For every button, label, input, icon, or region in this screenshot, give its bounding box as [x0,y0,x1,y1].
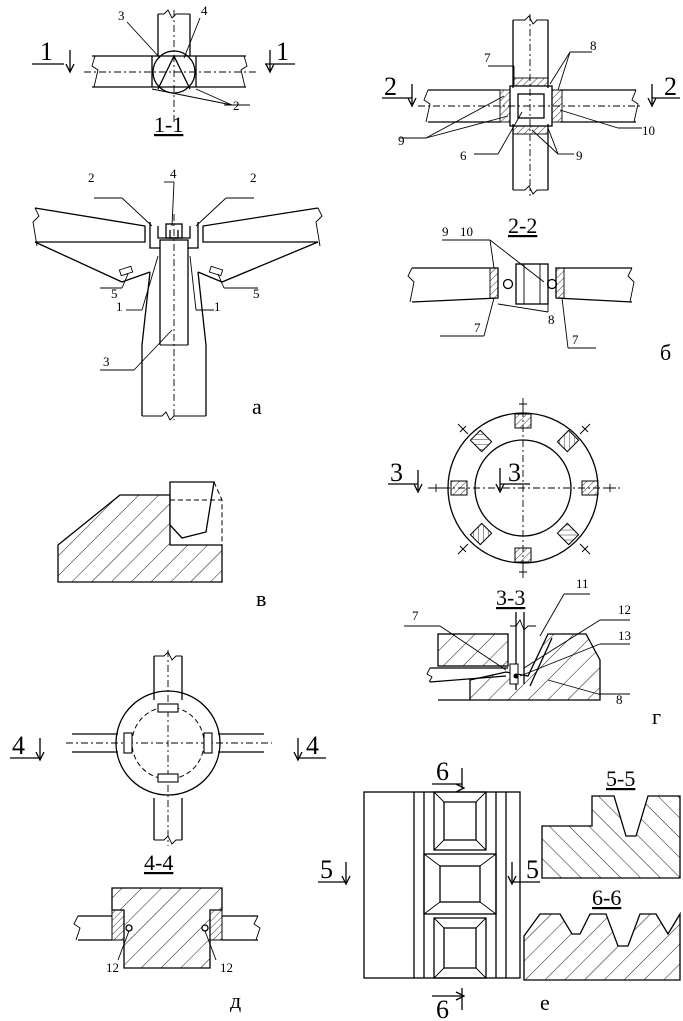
callout-8-plan-b: 8 [590,38,597,53]
section-mark-5-right: 5 [526,855,539,884]
figure-a-plan [32,9,295,122]
figure-b-section [407,239,635,349]
callout-2-plan-a: 2 [233,98,240,113]
callout-9-section-b: 9 [442,224,449,239]
section-mark-1-left: 1 [40,37,53,66]
figure-a-elevation [32,181,323,421]
callout-7-g: 7 [412,608,419,623]
section-mark-5-left: 5 [320,855,333,884]
callout-2-left-a: 2 [88,170,95,185]
section-mark-4-right: 4 [306,731,319,760]
figure-letter-g: г [652,704,661,729]
callout-5-right-a: 5 [253,286,260,301]
figure-d-plan [10,650,326,846]
callout-4-a: 4 [170,166,177,181]
figure-letter-e: е [540,990,550,1015]
section-mark-2-left: 2 [384,72,397,101]
section-mark-1-right: 1 [276,37,289,66]
figure-d-section [73,887,261,969]
figure-e-section-5 [541,795,681,879]
section-caption-3-3: 3-3 [496,585,525,610]
callout-9-right-b: 9 [576,148,583,163]
figure-letter-b: б [660,340,671,365]
callout-7-plan-b: 7 [484,50,491,65]
callout-12-left-d: 12 [106,960,119,975]
figure-e-section-6 [523,911,681,981]
callout-1-right-a: 1 [214,299,221,314]
section-mark-4-left: 4 [12,731,25,760]
section-mark-3-left: 3 [390,458,403,487]
callout-8-g: 8 [616,692,623,707]
callout-8-section-b: 8 [548,312,555,327]
figure-v [57,481,223,583]
figure-g-section [404,593,630,701]
section-caption-1-1: 1-1 [154,112,183,137]
section-caption-5-5: 5-5 [606,766,635,791]
section-mark-6-bottom: 6 [436,995,449,1021]
callout-10-b: 10 [642,123,655,138]
figure-g-plan [388,398,620,578]
callout-12-g: 12 [618,602,631,617]
section-mark-2-right: 2 [664,72,677,101]
callout-13-g: 13 [618,628,631,643]
callout-6-b: 6 [460,148,467,163]
callout-7-right-section-b: 7 [572,332,579,347]
callout-11-g: 11 [576,576,589,591]
section-caption-6-6: 6-6 [592,885,621,910]
section-mark-3-right: 3 [508,458,521,487]
callout-5-left-a: 5 [111,286,118,301]
callout-7-left-section-b: 7 [474,320,481,335]
section-caption-4-4: 4-4 [144,850,173,875]
section-caption-2-2: 2-2 [508,213,537,238]
callout-9-left-b: 9 [398,133,405,148]
callout-1-left-a: 1 [116,299,123,314]
callout-10-section-b: 10 [460,224,473,239]
figure-e-plan [318,768,540,1010]
section-mark-6-top: 6 [436,757,449,786]
figure-b-plan [382,14,680,196]
callout-4-plan-a: 4 [201,3,208,18]
figure-letter-v: в [256,586,266,611]
figure-letter-a: а [252,394,262,419]
callout-2-right-a: 2 [250,170,257,185]
callout-12-right-d: 12 [220,960,233,975]
figure-letter-d: д [230,988,241,1013]
callout-3-plan-a: 3 [118,8,125,23]
callout-3-a: 3 [103,354,110,369]
